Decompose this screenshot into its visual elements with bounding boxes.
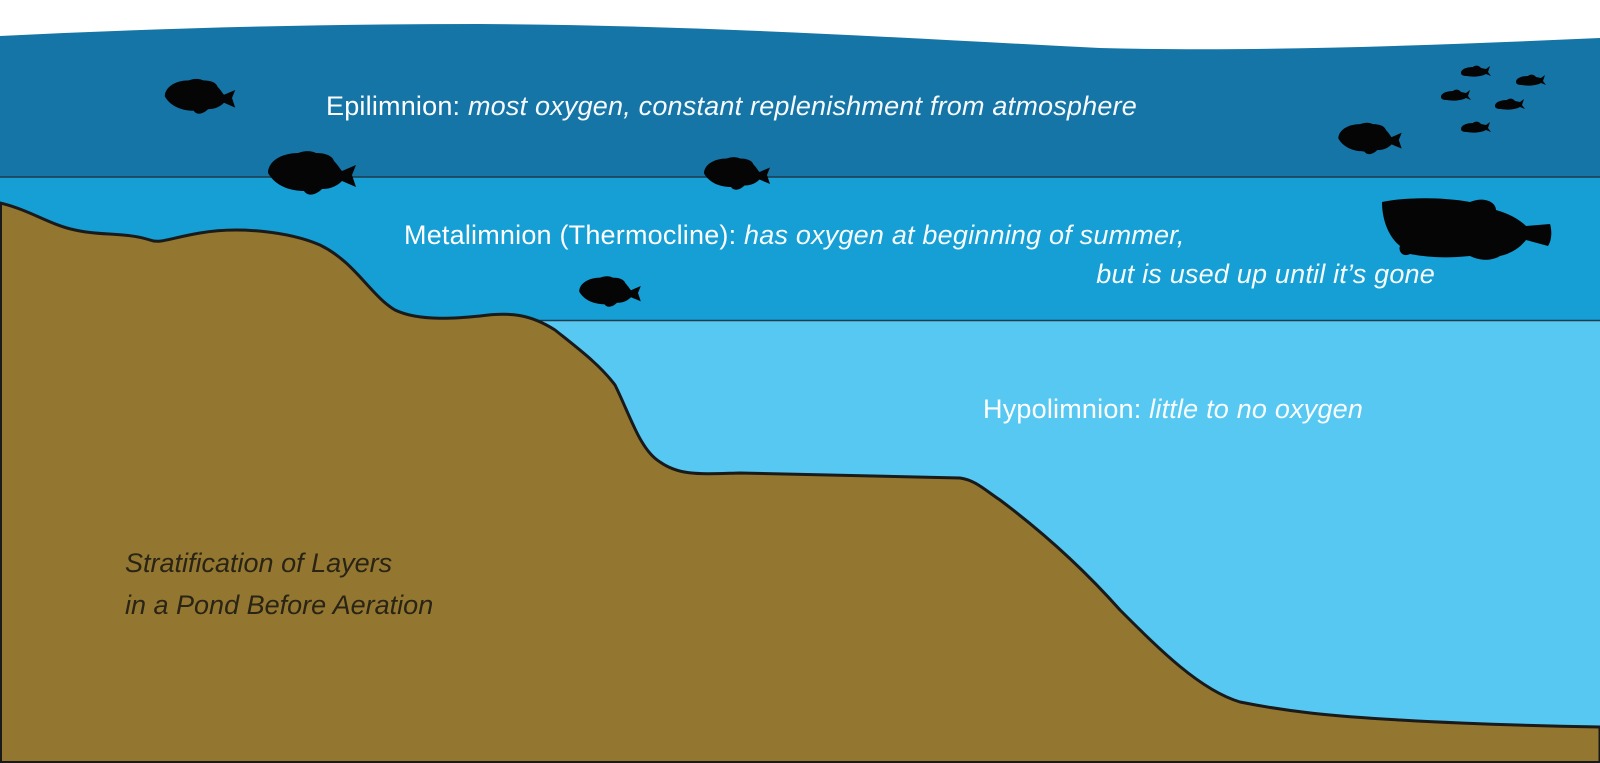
metalimnion-description-line2: but is used up until it’s gone: [1096, 259, 1435, 289]
epilimnion-layer: [0, 24, 1600, 177]
epilimnion-description: most oxygen, constant replenishment from…: [467, 91, 1137, 121]
metalimnion-description-line1: has oxygen at beginning of summer,: [744, 220, 1185, 250]
hypolimnion-label: Hypolimnion: little to no oxygen: [983, 394, 1363, 425]
diagram-caption: Stratification of Layers in a Pond Befor…: [125, 542, 433, 626]
hypolimnion-name: Hypolimnion:: [983, 394, 1142, 424]
hypolimnion-description: little to no oxygen: [1149, 394, 1364, 424]
metalimnion-label: Metalimnion (Thermocline): has oxygen at…: [404, 220, 1185, 251]
caption-line-2: in a Pond Before Aeration: [125, 590, 434, 620]
sediment-bottom: [0, 201, 1600, 763]
epilimnion-label: Epilimnion: most oxygen, constant replen…: [326, 91, 1137, 122]
metalimnion-label-line2: but is used up until it’s gone: [1096, 259, 1435, 290]
metalimnion-name: Metalimnion (Thermocline):: [404, 220, 737, 250]
epilimnion-name: Epilimnion:: [326, 91, 461, 121]
caption-line-1: Stratification of Layers: [125, 548, 393, 578]
